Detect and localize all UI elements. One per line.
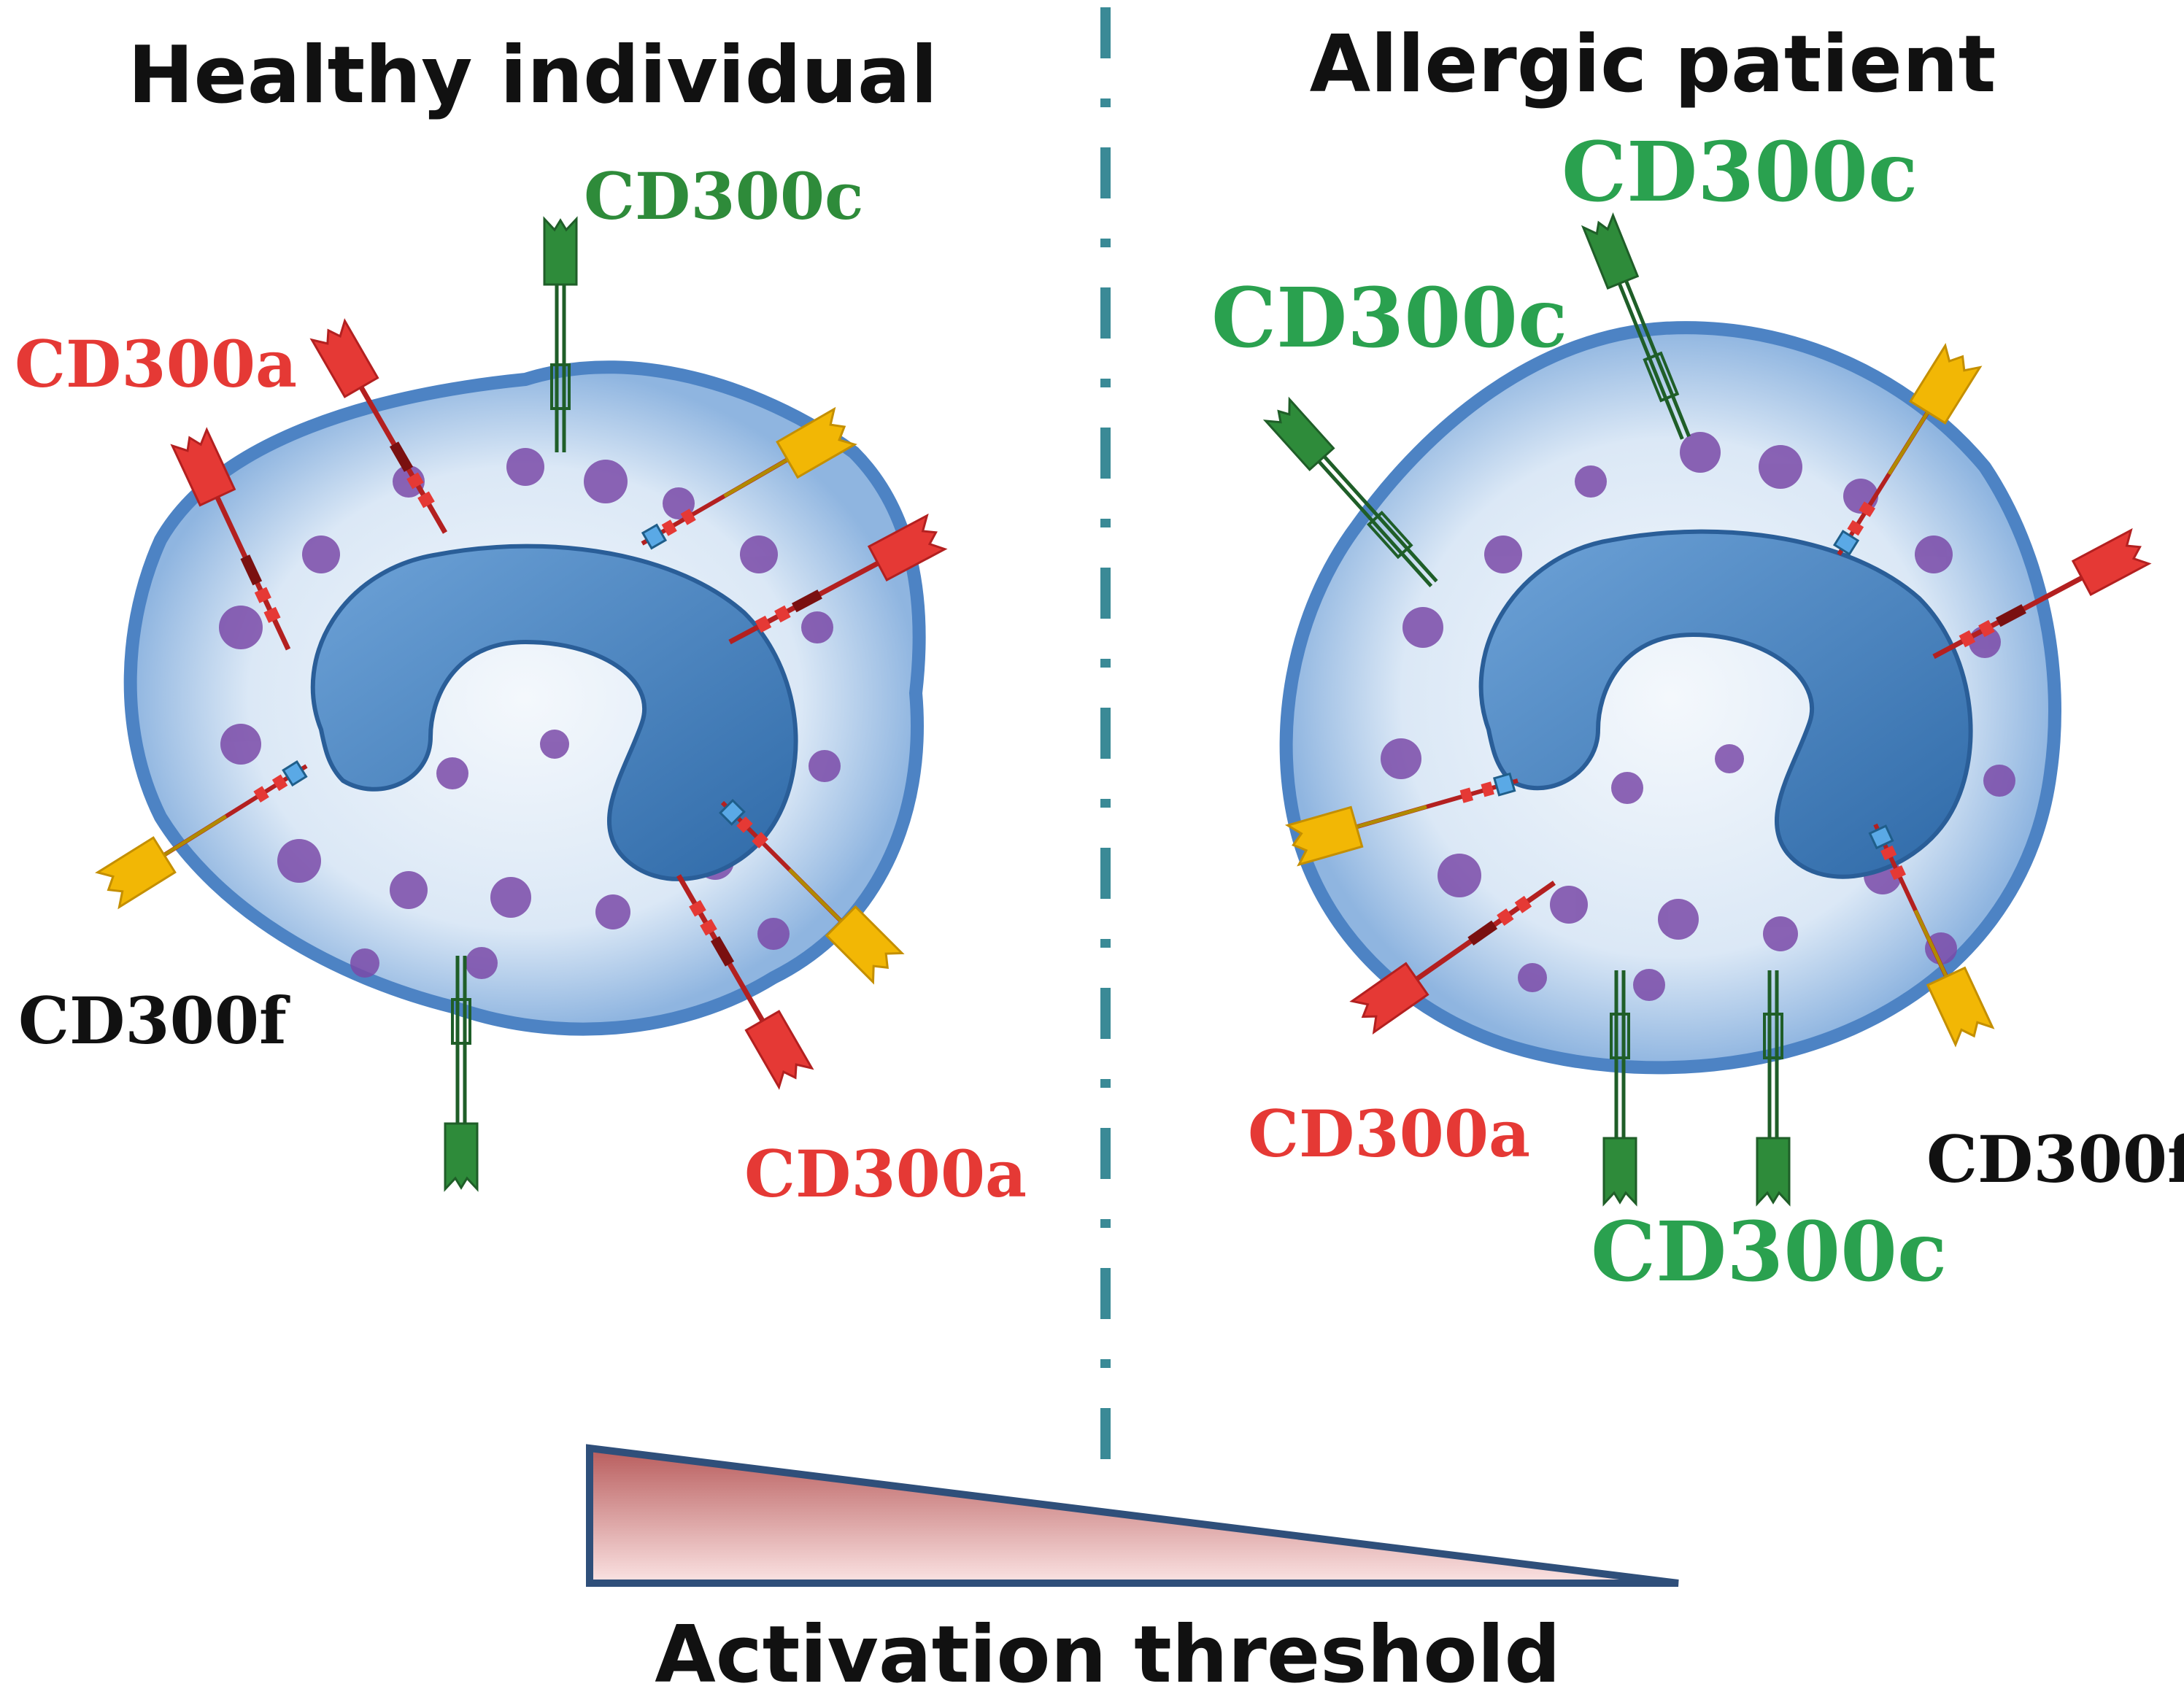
left-cd300f-label: CD300f bbox=[18, 983, 290, 1059]
activation-threshold-wedge bbox=[586, 1444, 1679, 1587]
right-panel-title: Allergic patient bbox=[1310, 19, 1996, 110]
right-cd300a-label: CD300a bbox=[1248, 1096, 1530, 1172]
left-granules bbox=[219, 448, 841, 979]
right-cell bbox=[1279, 321, 2061, 1075]
left-cd300a-top-label: CD300a bbox=[15, 326, 297, 402]
right-nucleus bbox=[1478, 529, 1973, 879]
left-nucleus bbox=[310, 544, 798, 881]
left-cell bbox=[123, 360, 926, 1036]
left-panel-title: Healthy individual bbox=[128, 30, 938, 121]
right-cd300c-left-label: CD300c bbox=[1211, 271, 1567, 366]
right-cd300f-label: CD300f bbox=[1926, 1121, 2184, 1197]
right-cd300c-top-label: CD300c bbox=[1562, 125, 1918, 220]
left-cd300a-bottom-label: CD300a bbox=[744, 1136, 1027, 1212]
right-cd300c-bottom-label: CD300c bbox=[1591, 1205, 1947, 1300]
left-cd300c-label: CD300c bbox=[584, 158, 864, 234]
right-granules bbox=[1381, 432, 2015, 1001]
activation-threshold-label: Activation threshold bbox=[655, 1609, 1561, 1701]
